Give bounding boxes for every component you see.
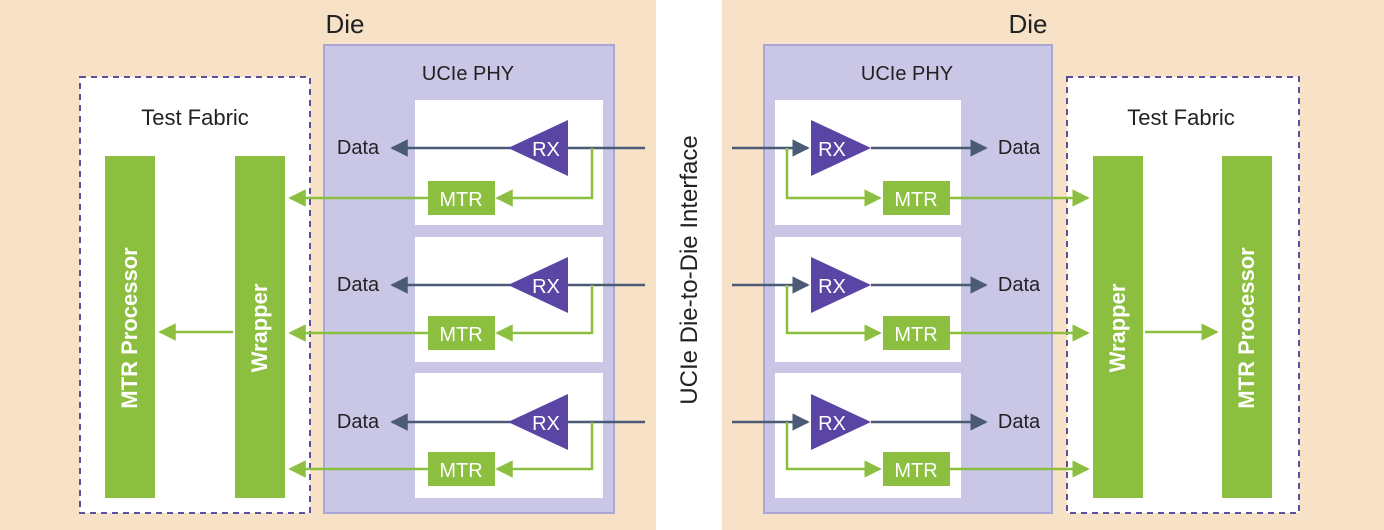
left-lane-2-tap-line (495, 285, 594, 342)
right-lane-2-mtr-box (883, 316, 950, 350)
left-wrapper-bar (235, 156, 285, 498)
right-lane-1-rx-triangle (811, 120, 871, 176)
right-lane-3-mtr-label: MTR (894, 460, 937, 482)
right-lane-3-rx-label: RX (818, 413, 846, 435)
right-lane-1-mtr-label: MTR (894, 189, 937, 211)
left-lane-3-rx-triangle (508, 394, 568, 450)
left-lane-1-data-label: Data (337, 137, 380, 159)
left-lane-3-rx-label: RX (532, 413, 560, 435)
right-lane-1-rx-label: RX (818, 139, 846, 161)
right-lane-2-data-label: Data (998, 274, 1041, 296)
left-mtr-processor-bar (105, 156, 155, 498)
left-lane-2-data-label: Data (337, 274, 380, 296)
left-phy-title: UCIe PHY (422, 63, 514, 85)
right-wrapper-bar (1093, 156, 1143, 498)
left-lane-1-mtr-label: MTR (439, 189, 482, 211)
left-lane-2-mtr-box (428, 316, 495, 350)
right-fabric-title: Test Fabric (1127, 105, 1235, 130)
right-lane-3-rx-triangle (811, 394, 871, 450)
left-wrapper-label: Wrapper (247, 283, 272, 372)
left-mtr-processor-label: MTR Processor (117, 247, 142, 409)
left-lane-2-rx-label: RX (532, 276, 560, 298)
left-fabric-title: Test Fabric (141, 105, 249, 130)
right-die-title: Die (1008, 9, 1047, 39)
right-lane-3-tap-line (785, 422, 882, 478)
right-lane-1-data-label: Data (998, 137, 1041, 159)
right-mtr-processor-label: MTR Processor (1234, 247, 1259, 409)
left-lane-1-rx-label: RX (532, 139, 560, 161)
interface-label: UCIe Die-to-Die Interface (676, 135, 703, 404)
left-lane-1-mtr-box (428, 181, 495, 215)
left-lane-3-mtr-box (428, 452, 495, 486)
left-lane-3-tap-line (495, 422, 594, 478)
right-lane-3-data-label: Data (998, 411, 1041, 433)
right-mtr-processor-bar (1222, 156, 1272, 498)
right-phy-title: UCIe PHY (861, 63, 953, 85)
right-lane-1-tap-line (785, 148, 882, 207)
right-lane-2-rx-triangle (811, 257, 871, 313)
right-lane-2-tap-line (785, 285, 882, 342)
left-lane-1-tap-line (495, 148, 594, 207)
right-lane-3-mtr-box (883, 452, 950, 486)
left-lane-2-mtr-label: MTR (439, 324, 482, 346)
left-lane-3-mtr-label: MTR (439, 460, 482, 482)
left-die-title: Die (325, 9, 364, 39)
right-lane-2-rx-label: RX (818, 276, 846, 298)
left-lane-2-rx-triangle (508, 257, 568, 313)
right-wrapper-label: Wrapper (1105, 283, 1130, 372)
right-lane-2-mtr-label: MTR (894, 324, 937, 346)
left-lane-1-rx-triangle (508, 120, 568, 176)
left-lane-3-data-label: Data (337, 411, 380, 433)
right-lane-1-mtr-box (883, 181, 950, 215)
